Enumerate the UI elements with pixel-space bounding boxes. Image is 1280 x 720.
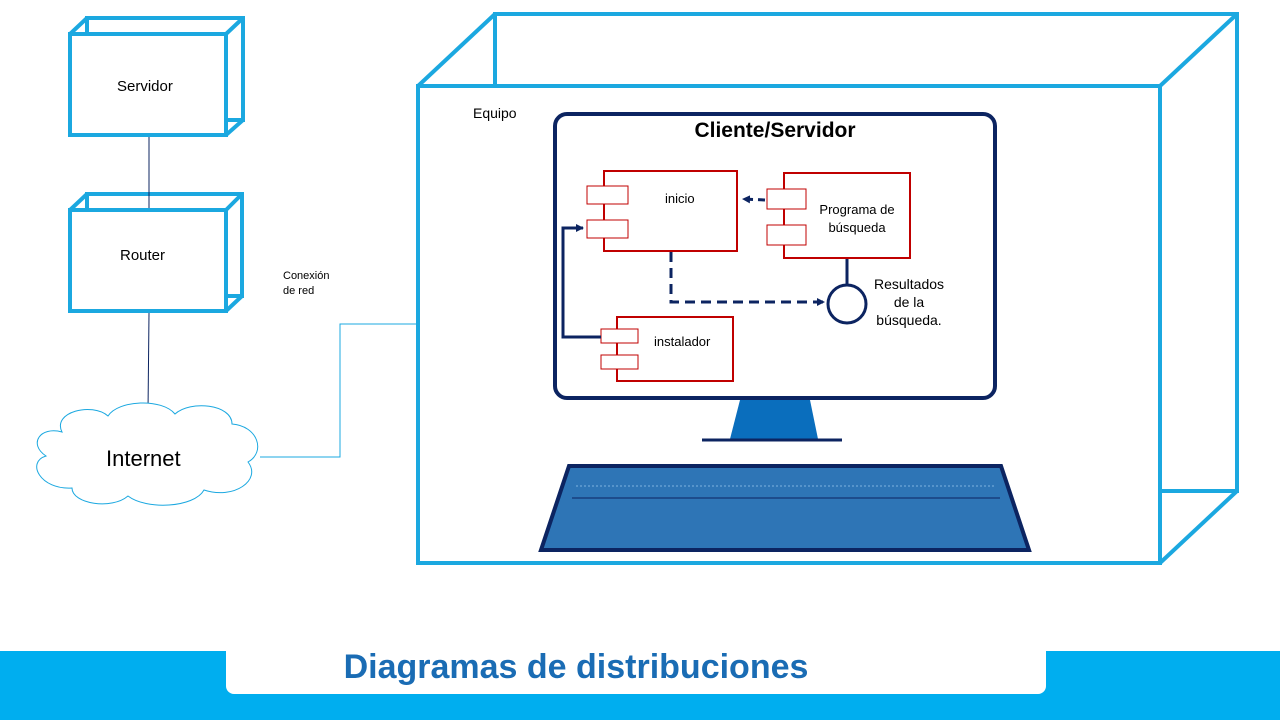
- router-label: Router: [120, 247, 166, 264]
- component-instalador: [600, 316, 734, 382]
- resultados-label-line3: búsqueda.: [876, 312, 942, 328]
- component-programa-busqueda: [766, 172, 911, 259]
- connection-label-line2: de red: [283, 285, 315, 297]
- programa-label: Programa de búsqueda: [808, 201, 906, 237]
- interface-resultados-circle: [826, 283, 868, 325]
- connection-label-line1: Conexión: [283, 270, 330, 282]
- instalador-label: instalador: [654, 334, 711, 349]
- connector-instalador-inicio: [561, 224, 601, 339]
- footer-panel: [226, 651, 1046, 694]
- resultados-label: Resultados de la búsqueda.: [862, 275, 956, 329]
- router-node: [68, 192, 244, 313]
- dependency-programa-to-inicio: [742, 195, 766, 204]
- programa-label-line1: Programa de: [819, 202, 895, 217]
- network-connection-line: [260, 323, 418, 458]
- dependency-inicio-to-resultados: [669, 252, 825, 306]
- monitor-stand: [730, 400, 818, 439]
- resultados-label-line2: de la: [893, 294, 925, 310]
- internet-cloud: [36, 402, 259, 506]
- servidor-label: Servidor: [117, 78, 173, 95]
- monitor-title: Cliente/Servidor: [694, 119, 856, 142]
- component-inicio: [586, 170, 738, 252]
- equipo-label: Equipo: [473, 105, 517, 121]
- connection-label: Conexión de red: [283, 269, 329, 299]
- footer-title: Diagramas de distribuciones: [343, 648, 809, 686]
- resultados-label-line1: Resultados: [873, 276, 945, 292]
- servidor-node: [68, 16, 245, 137]
- programa-label-line2: búsqueda: [828, 220, 886, 235]
- inicio-label: inicio: [665, 191, 695, 206]
- internet-label: Internet: [106, 446, 181, 471]
- router-internet-link: [147, 312, 150, 413]
- keyboard: [538, 464, 1032, 552]
